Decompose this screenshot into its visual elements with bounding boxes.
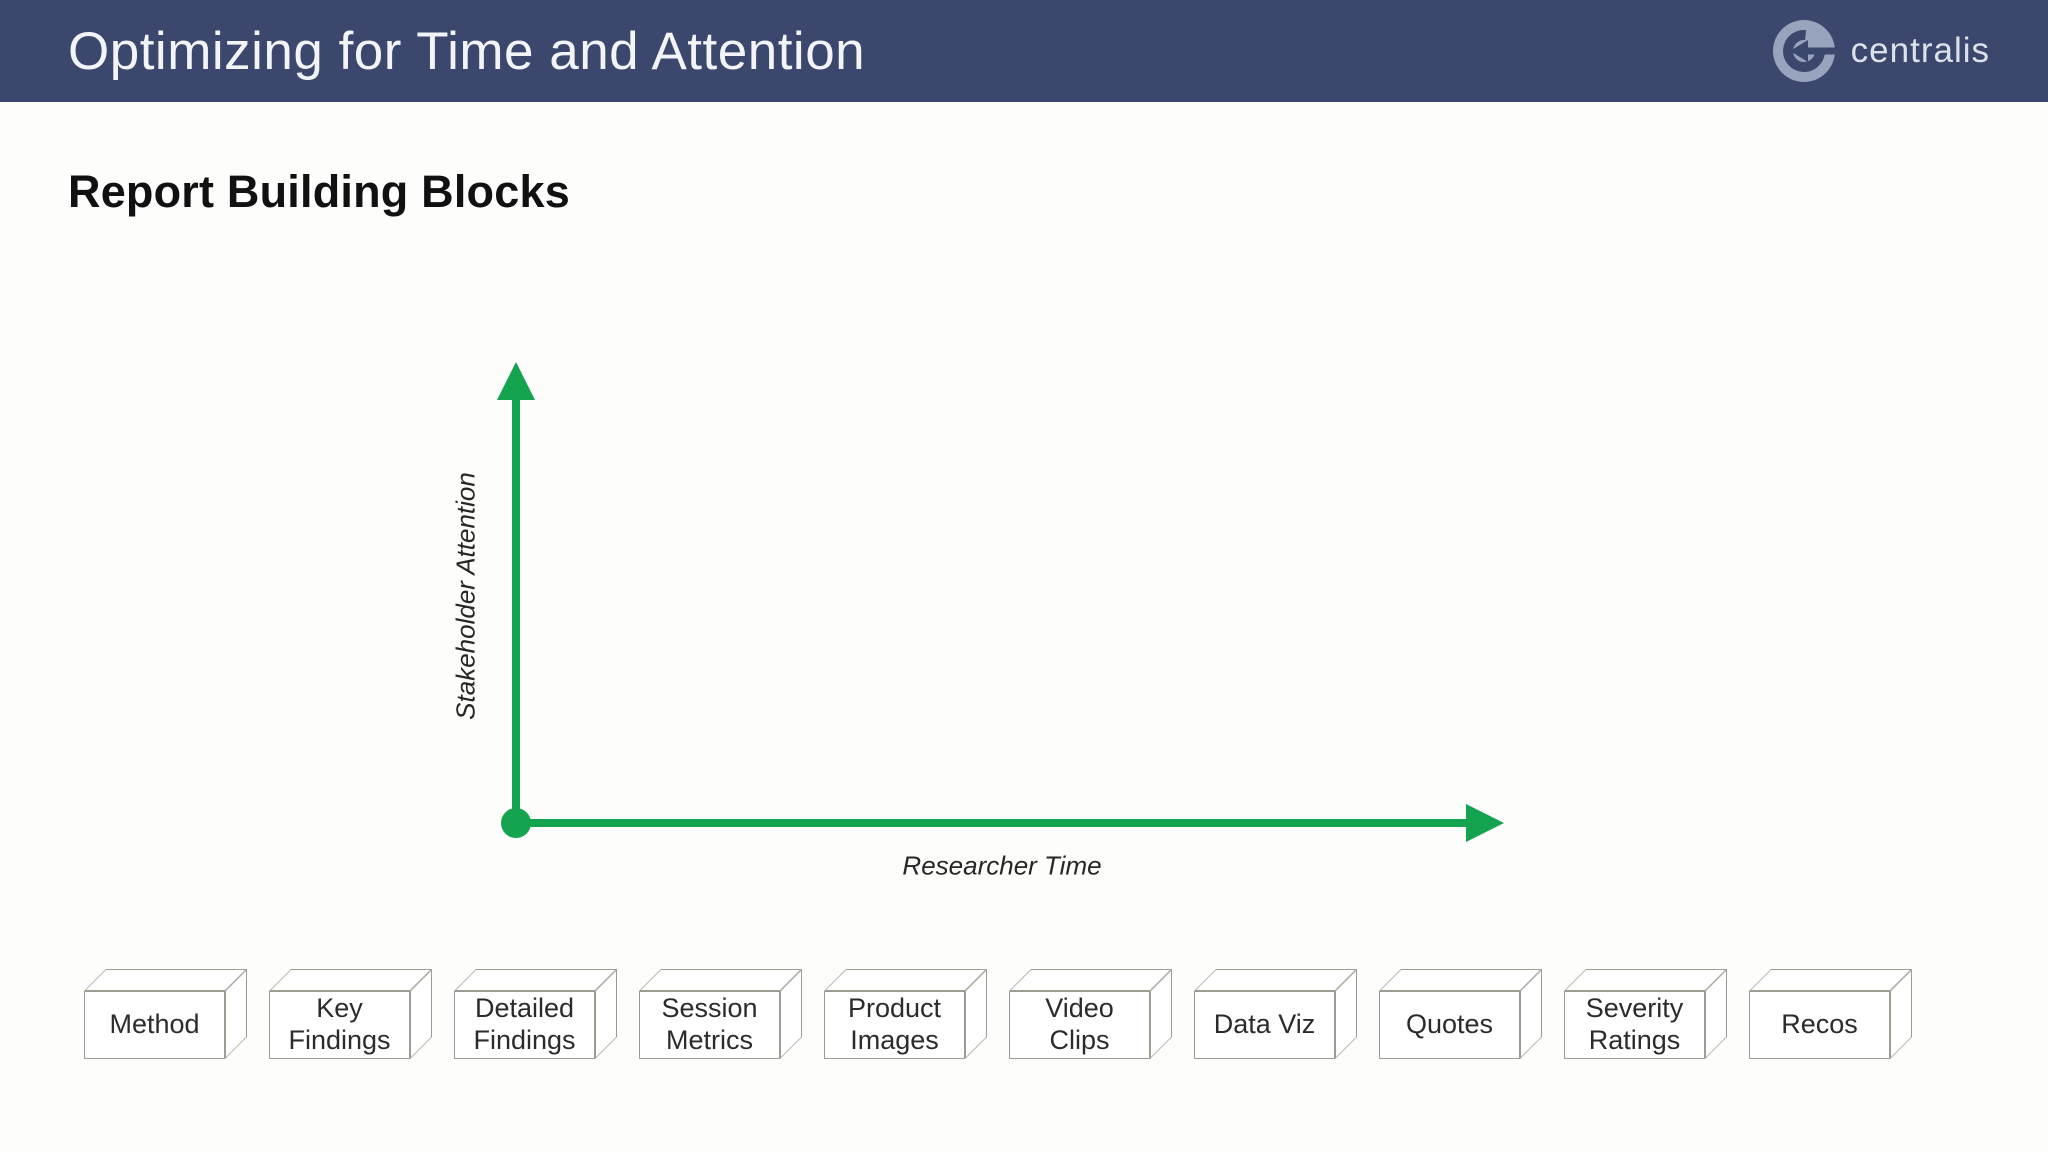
block-top-face [84,969,247,991]
block-top-face [824,969,987,991]
block-front-face: Video Clips [1009,991,1150,1059]
block-label: Key Findings [288,993,391,1055]
block-front-face: Method [84,991,225,1059]
block-front-face: Recos [1749,991,1890,1059]
block-front-face: Detailed Findings [454,991,595,1059]
building-block: Method [84,969,247,1059]
block-label: Video Clips [1045,993,1114,1055]
block-top-face [1009,969,1172,991]
building-block: Product Images [824,969,987,1059]
block-label: Product Images [847,993,942,1055]
building-block: Data Viz [1194,969,1357,1059]
block-label: Data Viz [1213,1009,1316,1040]
block-top-face [454,969,617,991]
building-block: Recos [1749,969,1912,1059]
brand-lockup: centralis [1763,0,1990,102]
header-bar: Optimizing for Time and Attention centra… [0,0,2048,102]
block-front-face: Quotes [1379,991,1520,1059]
block-top-face [1379,969,1542,991]
brand-name: centralis [1850,31,1990,70]
block-front-face: Key Findings [269,991,410,1059]
block-label: Session Metrics [661,993,758,1055]
slide-title: Optimizing for Time and Attention [68,21,866,81]
block-front-face: Data Viz [1194,991,1335,1059]
origin-dot [501,808,531,838]
block-front-face: Severity Ratings [1564,991,1705,1059]
block-label: Quotes [1405,1009,1494,1040]
block-label: Detailed Findings [473,993,576,1055]
block-label: Recos [1781,1009,1858,1040]
block-front-face: Session Metrics [639,991,780,1059]
block-label: Severity Ratings [1585,993,1684,1055]
x-axis-label: Researcher Time [902,850,1102,881]
x-axis-arrowhead [1466,804,1504,842]
building-block: Quotes [1379,969,1542,1059]
building-block: Session Metrics [639,969,802,1059]
building-blocks-row: Method Key Findings Detailed Findings Se… [84,969,1912,1059]
y-axis-label: Stakeholder Attention [450,472,481,720]
building-block: Detailed Findings [454,969,617,1059]
block-top-face [1194,969,1357,991]
building-block: Severity Ratings [1564,969,1727,1059]
block-top-face [1749,969,1912,991]
block-top-face [269,969,432,991]
block-front-face: Product Images [824,991,965,1059]
building-block: Key Findings [269,969,432,1059]
block-top-face [1564,969,1727,991]
block-top-face [639,969,802,991]
y-axis-arrowhead [497,362,535,400]
centralis-logo-icon [1772,20,1841,82]
page-title: Report Building Blocks [68,166,570,217]
building-block: Video Clips [1009,969,1172,1059]
block-label: Method [109,1009,200,1040]
